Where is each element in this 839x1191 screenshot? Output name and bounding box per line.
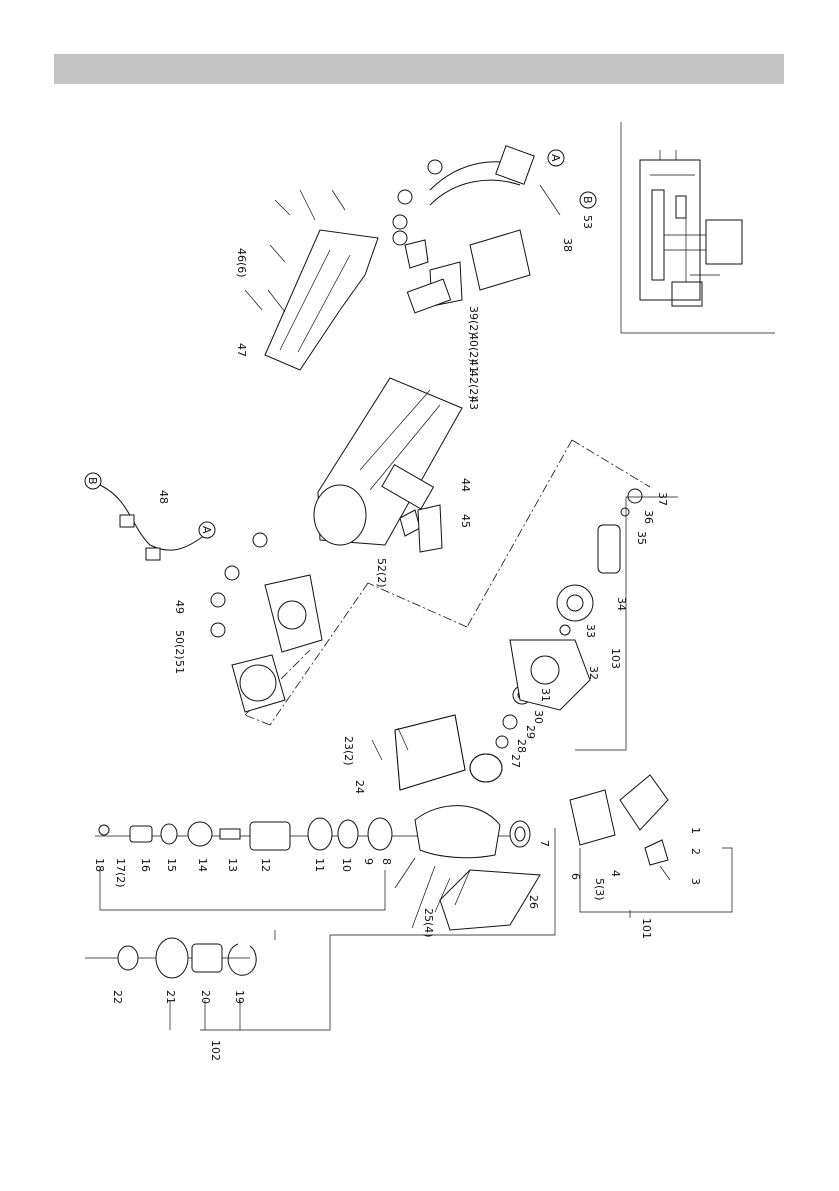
switch-parts [570,775,670,880]
label-46: 46(6) [235,248,248,278]
rear-housing [245,190,378,370]
label-44: 44 [459,478,472,492]
label-31: 31 [539,688,552,702]
label-35: 35 [635,531,648,545]
label-39: 39(2) [467,306,480,336]
label-11: 11 [313,858,326,872]
label-10: 10 [340,858,353,872]
brush-assembly [232,575,322,712]
label-48: 48 [157,490,170,504]
wire-harness [100,485,205,560]
label-49: 49 [173,600,186,614]
label-7: 7 [538,840,551,847]
label-45: 45 [459,514,472,528]
label-21: 21 [164,990,177,1004]
label-26: 26 [527,895,540,909]
label-23: 23(2) [342,736,355,766]
top-cover [395,715,465,790]
lower-parts [85,938,256,978]
label-51: 51 [173,660,186,674]
assembly-line-main [572,440,650,487]
label-2: 2 [689,848,702,855]
label-4: 4 [609,870,622,877]
label-3: 3 [689,878,702,885]
label-22: 22 [111,990,124,1004]
connector-markers: A B B A [85,150,596,637]
connector-a-top: A [549,154,562,162]
housing-cover [440,870,540,930]
label-28: 28 [515,739,528,753]
label-38: 38 [561,238,574,252]
label-13: 13 [226,858,239,872]
label-19: 19 [233,990,246,1004]
label-103: 103 [609,648,622,669]
label-25: 25(4) [422,908,435,938]
label-6: 6 [569,873,582,880]
connector-a-left: A [200,526,213,534]
label-30: 30 [532,710,545,724]
label-24: 24 [353,780,366,794]
label-37: 37 [656,492,669,506]
label-32: 32 [587,666,600,680]
label-15: 15 [165,858,178,872]
label-43: 43 [467,396,480,410]
connector-b-left: B [86,477,99,485]
label-1: 1 [689,827,702,834]
label-34: 34 [615,597,628,611]
label-102: 102 [209,1040,222,1061]
label-53: 53 [581,215,594,229]
label-5: 5(3) [593,878,606,901]
label-20: 20 [199,990,212,1004]
part-labels: 1 2 3 4 5(3) 6 7 8 9 10 11 12 13 14 15 1… [93,215,702,1061]
label-33: 33 [584,624,597,638]
front-parts-row [95,806,530,858]
label-47: 47 [235,343,248,357]
connector-b-top: B [581,196,594,204]
label-52: 52(2) [375,558,388,588]
label-36: 36 [642,510,655,524]
gear-assembly [470,489,642,782]
label-12: 12 [259,858,272,872]
motor-housing [314,378,462,552]
label-8: 8 [380,858,393,865]
label-50: 50(2) [173,630,186,660]
label-27: 27 [509,754,522,768]
label-29: 29 [524,725,537,739]
label-9: 9 [362,858,375,865]
wiring-schematic-inset [621,122,775,333]
label-101: 101 [640,918,653,939]
label-17: 17(2) [114,858,127,888]
label-16: 16 [139,858,152,872]
electronics-module [405,146,560,313]
label-18: 18 [93,858,106,872]
label-14: 14 [196,858,209,872]
